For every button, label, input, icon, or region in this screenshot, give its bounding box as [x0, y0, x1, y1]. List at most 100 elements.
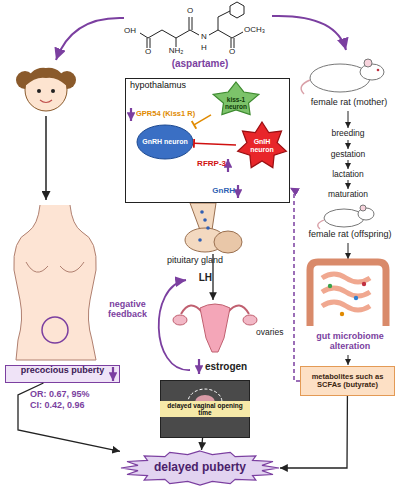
ovary [243, 315, 257, 325]
receptor-label: GPR54 (Kiss1 R) [136, 110, 206, 118]
organ-label: ovaries [256, 328, 290, 337]
double-bond [234, 38, 235, 48]
decrease-arrow [198, 359, 200, 374]
double-bond [189, 17, 190, 30]
girl-cartoon [16, 68, 76, 111]
bond [176, 38, 177, 47]
ovary [173, 315, 187, 325]
mother-rat [301, 59, 384, 94]
hormone-label: LH [194, 272, 212, 283]
rat-tail [318, 220, 324, 229]
step-arrow [348, 111, 349, 128]
rat-body [324, 209, 364, 227]
chain-bond [148, 30, 199, 38]
photo-box: delayed vaginal opening time [160, 380, 250, 438]
neuron-cell: GnRH neuron [136, 124, 194, 160]
phenyl-ring [230, 2, 244, 18]
step-arrow [348, 180, 349, 189]
bond [218, 11, 230, 17]
timeline-step: gestation [318, 150, 378, 159]
fallopian-tube [181, 305, 202, 314]
node-text: delayed vaginal opening time [160, 401, 250, 417]
neuron-star: kiss-1 neuron [211, 81, 261, 119]
atom-label: O [228, 48, 236, 57]
atom-label: N [200, 33, 208, 42]
metabolite-box: metabolites such as SCFAs (butyrate) [300, 366, 395, 396]
node-text: metabolites such as SCFAs (butyrate) [304, 373, 391, 390]
bacterium [362, 282, 366, 286]
atom-label: NH₂ [166, 47, 186, 56]
small-intestine [322, 274, 370, 310]
step-arrow [348, 140, 349, 149]
exposure-arrow [56, 18, 124, 60]
double-bond [150, 38, 151, 48]
node-text: precocious puberty [21, 366, 105, 376]
eye [37, 89, 41, 93]
timeline-step: maturation [318, 190, 378, 199]
connector [280, 396, 347, 468]
star-outline [121, 451, 279, 485]
cell-outline [137, 125, 193, 159]
rat-head [360, 64, 384, 80]
atom-label: OH [121, 27, 139, 36]
timeline-step: breeding [318, 129, 378, 138]
compound-name: (aspartame) [150, 58, 250, 69]
hormone-dot [203, 218, 207, 222]
statistic-label: CI: 0.42, 0.96 [30, 401, 130, 411]
growth-arrow [45, 116, 47, 200]
eye [51, 89, 55, 93]
female-body [14, 205, 96, 360]
outcome-box: precocious puberty [5, 365, 120, 383]
bond [140, 33, 148, 38]
hormone-label: GnRH [205, 187, 235, 196]
node-text: kiss-1 neuron [220, 96, 252, 110]
atom-label: O [144, 48, 152, 57]
offspring-rat [318, 205, 374, 229]
double-bond [231, 38, 232, 48]
statistic-label: OR: 0.67, 95% [30, 390, 130, 400]
rat-tail [301, 80, 310, 94]
pituitary-illustration [185, 203, 242, 253]
timeline-step: lactation [318, 170, 378, 179]
connector [202, 438, 203, 450]
aspartame-structure [140, 2, 244, 48]
effect-label: gut microbiome alteration [305, 332, 395, 352]
feedback-loop [159, 280, 190, 370]
star-outline [213, 82, 259, 115]
outcome-star: delayed puberty [120, 450, 280, 486]
breast-line [26, 262, 48, 272]
feedback-label: negative feedback [100, 300, 155, 320]
node-text: GnRH neuron [142, 138, 188, 146]
hormone-label: estrogen [205, 361, 260, 372]
uterus-illustration [173, 304, 257, 352]
animal-label: female rat (offspring) [300, 230, 400, 240]
bacterium [328, 284, 332, 288]
double-bond [147, 38, 148, 48]
chain-bond [209, 30, 243, 38]
animal-label: female rat (mother) [300, 98, 398, 108]
pituitary-lobe [214, 231, 242, 253]
rat-ear [364, 59, 372, 67]
large-intestine [310, 262, 386, 326]
exposure-arrow [272, 16, 346, 50]
gut-illustration [310, 262, 386, 326]
photo-frame [161, 381, 250, 438]
peptide-label: RFRP-3 [188, 160, 226, 169]
atom-label: H [200, 44, 208, 53]
uterus-marker [42, 317, 68, 343]
breast-line [60, 262, 84, 272]
step-arrow [348, 243, 349, 259]
pituitary-stalk [190, 203, 216, 230]
neuron-star: GnIH neuron [236, 121, 288, 171]
step-arrow [348, 160, 349, 169]
atom-label: O [186, 7, 194, 16]
star-outline [238, 122, 287, 168]
rat-eye [377, 69, 380, 72]
node-text: hypothalamus [130, 81, 186, 91]
hormone-dot [200, 210, 204, 214]
fallopian-tube [228, 305, 249, 314]
bond [218, 17, 219, 30]
connector [290, 188, 300, 381]
rat-ear [360, 205, 366, 211]
